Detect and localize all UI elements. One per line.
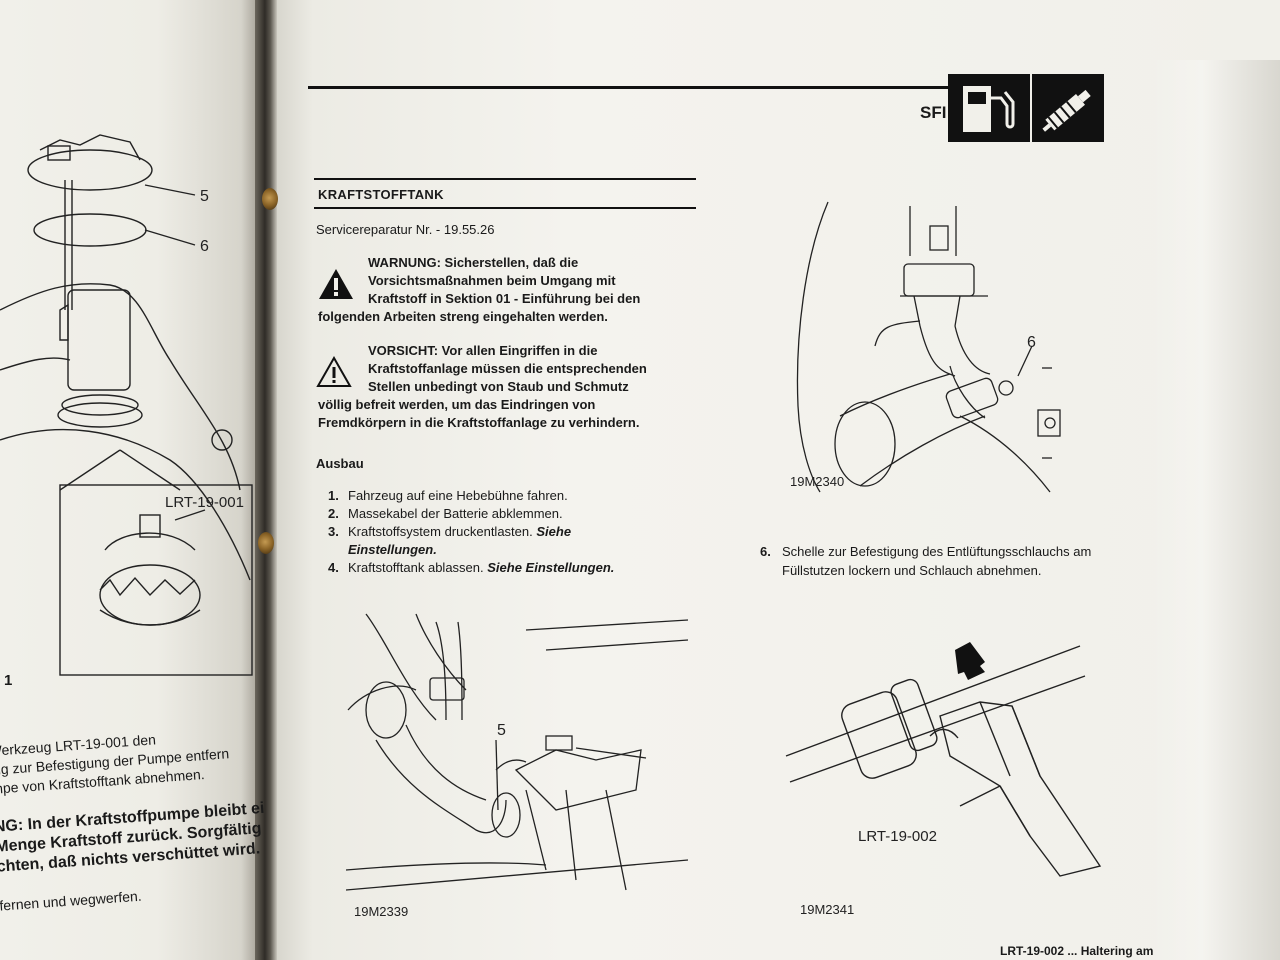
section-rule-top <box>314 178 696 180</box>
step-text-block: Kraftstofftank ablassen. Siehe Einstellu… <box>348 559 614 577</box>
tool-label-lrt-19-002: LRT-19-002 <box>858 828 937 845</box>
warning-line: Vorsichtsmaßnahmen beim Umgang mit <box>368 273 616 288</box>
clamp-tool-figure <box>785 642 1102 877</box>
figure-code-2341: 19M2341 <box>800 902 855 917</box>
service-repair-number: Servicereparatur Nr. - 19.55.26 <box>316 222 495 237</box>
step-number: 2. <box>328 506 339 521</box>
step-number: 3. <box>328 524 339 539</box>
step-ref: Siehe <box>536 524 572 539</box>
left-page <box>0 0 262 960</box>
step-1: 1. Fahrzeug auf eine Hebebühne fahren. <box>328 487 614 505</box>
caution-line: völlig befreit werden, um das Eindringen… <box>318 397 596 412</box>
page-edge-shadow <box>1150 60 1280 960</box>
callout-5: 5 <box>497 722 506 739</box>
left-callout-5: 5 <box>200 188 209 205</box>
spark-plug-icon <box>1042 89 1091 132</box>
step-6: 6. Schelle zur Befestigung des Entlüftun… <box>760 542 1091 580</box>
warning-line: Kraftstoff in Sektion 01 - Einführung be… <box>368 291 641 306</box>
binding-hole-bottom <box>258 532 274 554</box>
step-text: Schelle zur Befestigung des Entlüftungss… <box>782 544 1092 559</box>
figure-code-2339: 19M2339 <box>354 904 409 919</box>
caution-line: Fremdkörpern in die Kraftstoffanlage zu … <box>318 415 640 430</box>
figure-code-2340: 19M2340 <box>790 474 845 489</box>
left-figure-number: 1 <box>4 672 13 689</box>
fuel-pump-icon <box>963 86 1015 132</box>
step-number: 6. <box>760 544 771 559</box>
left-tool-label: LRT-19-001 <box>165 494 244 511</box>
section-rule-bottom <box>314 207 696 209</box>
caution-line: VORSICHT: Vor allen Eingriffen in die <box>368 343 598 358</box>
step-3: 3. Kraftstoffsystem druckentlasten. Sieh… <box>328 523 614 559</box>
step-text-block: Schelle zur Befestigung des Entlüftungss… <box>782 542 1091 580</box>
section-code: SFI <box>920 103 947 122</box>
step-number: 4. <box>328 560 339 575</box>
warning-text: WARNUNG: Sicherstellen, daß die Vorsicht… <box>318 254 640 326</box>
step-ref: Einstellungen. <box>348 542 437 557</box>
step-text: Massekabel der Batterie abklemmen. <box>348 506 563 521</box>
step-number: 1. <box>328 488 339 503</box>
tank-hose-figure <box>346 613 688 891</box>
removal-steps: 1. Fahrzeug auf eine Hebebühne fahren. 2… <box>328 487 614 577</box>
removal-heading: Ausbau <box>316 456 364 471</box>
step-text: Füllstutzen lockern und Schlauch abnehme… <box>782 563 1042 578</box>
binding-hole-top <box>262 188 278 210</box>
left-callout-6: 6 <box>200 238 209 255</box>
step-text-block: Kraftstoffsystem druckentlasten. Siehe E… <box>348 523 571 559</box>
bottom-cutoff-text: LRT-19-002 ... Haltering am <box>1000 944 1154 958</box>
step-ref: Siehe Einstellungen. <box>487 560 615 575</box>
step-text: Kraftstoffsystem druckentlasten. <box>348 524 533 539</box>
warning-icon <box>319 269 353 299</box>
header-rule <box>308 86 948 89</box>
section-title: KRAFTSTOFFTANK <box>318 187 444 202</box>
step-4: 4. Kraftstofftank ablassen. Siehe Einste… <box>328 559 614 577</box>
caution-line: Kraftstoffanlage müssen die entsprechend… <box>368 361 647 376</box>
warning-line: WARNUNG: Sicherstellen, daß die <box>368 255 579 270</box>
left-page-text: Werkzeug LRT-19-001 den ing zur Befestig… <box>0 722 279 915</box>
book-gutter <box>255 0 277 960</box>
caution-text: VORSICHT: Vor allen Eingriffen in die Kr… <box>318 342 647 432</box>
callout-6: 6 <box>1027 334 1036 351</box>
step-text: Fahrzeug auf eine Hebebühne fahren. <box>348 488 568 503</box>
icon-divider <box>1030 74 1032 142</box>
caution-line: Stellen unbedingt von Staub und Schmutz <box>368 379 629 394</box>
step-2: 2. Massekabel der Batterie abklemmen. <box>328 505 614 523</box>
caution-icon <box>316 356 352 387</box>
warning-line: folgenden Arbeiten streng eingehalten we… <box>318 309 608 324</box>
step-text: Kraftstofftank ablassen. <box>348 560 484 575</box>
fuel-pump-figure <box>0 134 253 676</box>
filler-neck-clamp-figure <box>796 201 1061 493</box>
